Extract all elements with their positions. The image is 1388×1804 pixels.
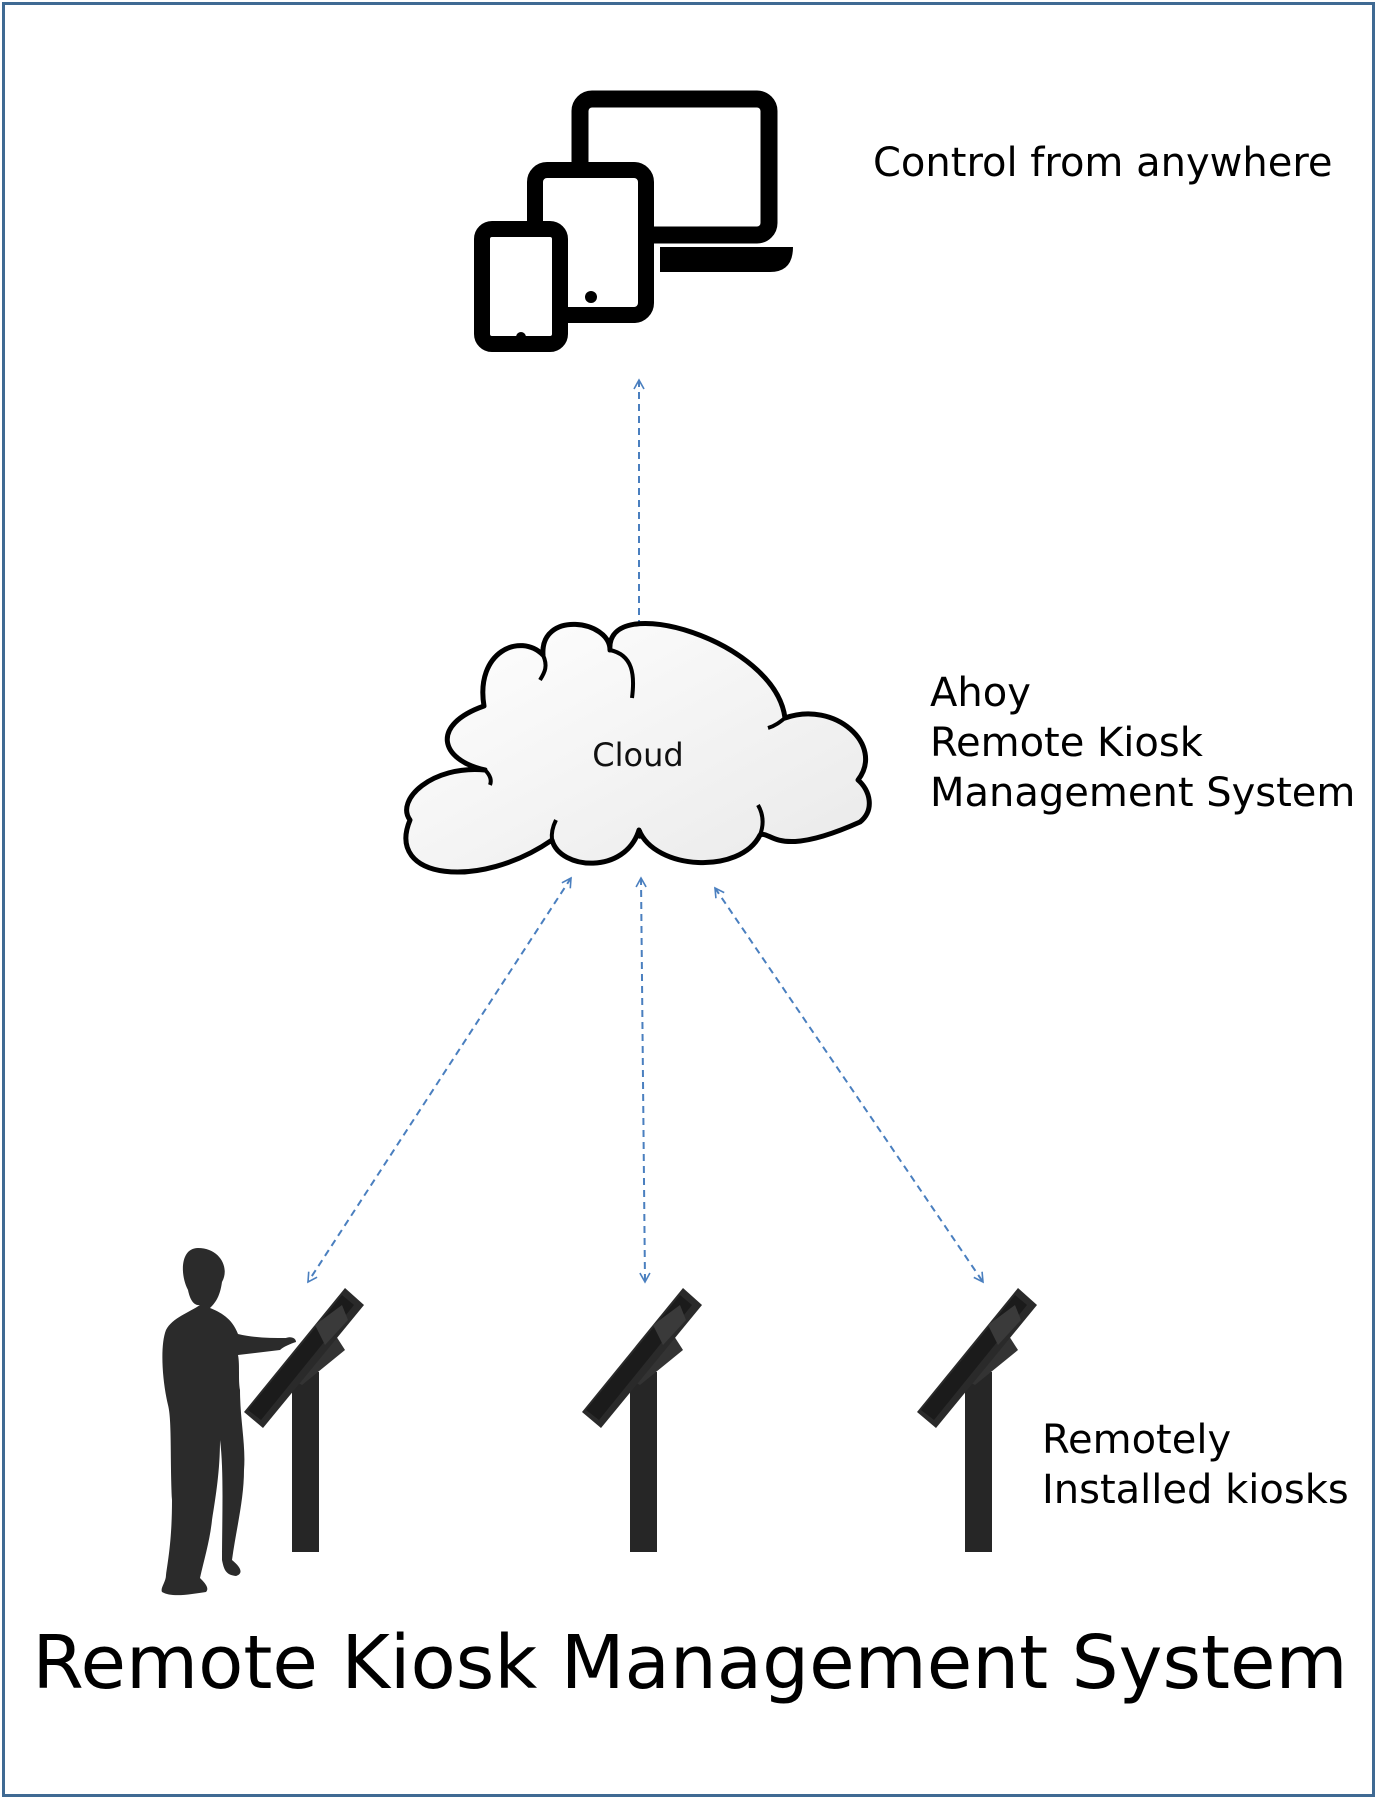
phone-icon [474,221,568,352]
kiosk-icon [582,1288,702,1552]
kiosk-icon [244,1288,364,1552]
connector-cloud-kiosk-2 [635,876,651,1284]
kiosk-icon [917,1288,1037,1552]
connector-cloud-kiosk-3 [714,886,984,1284]
cloud-system-line: Ahoy [930,670,1031,716]
cloud-label: Cloud [592,736,684,774]
kiosks-line: Remotely [1042,1417,1232,1463]
cloud-icon [403,621,872,875]
page-title: Remote Kiosk Management System [32,1620,1348,1706]
control-label: Control from anywhere [873,140,1333,186]
kiosks-label: Remotely Installed kiosks [1042,1415,1349,1515]
cloud-system-line: Management System [930,770,1356,816]
kiosks-line: Installed kiosks [1042,1467,1349,1513]
connectors [307,378,984,1284]
cloud-system-label: Ahoy Remote Kiosk Management System [930,668,1355,818]
person-icon [161,1248,296,1596]
cloud-system-line: Remote Kiosk [930,720,1203,766]
devices-icon [474,90,793,352]
connector-cloud-kiosk-1 [307,876,572,1284]
